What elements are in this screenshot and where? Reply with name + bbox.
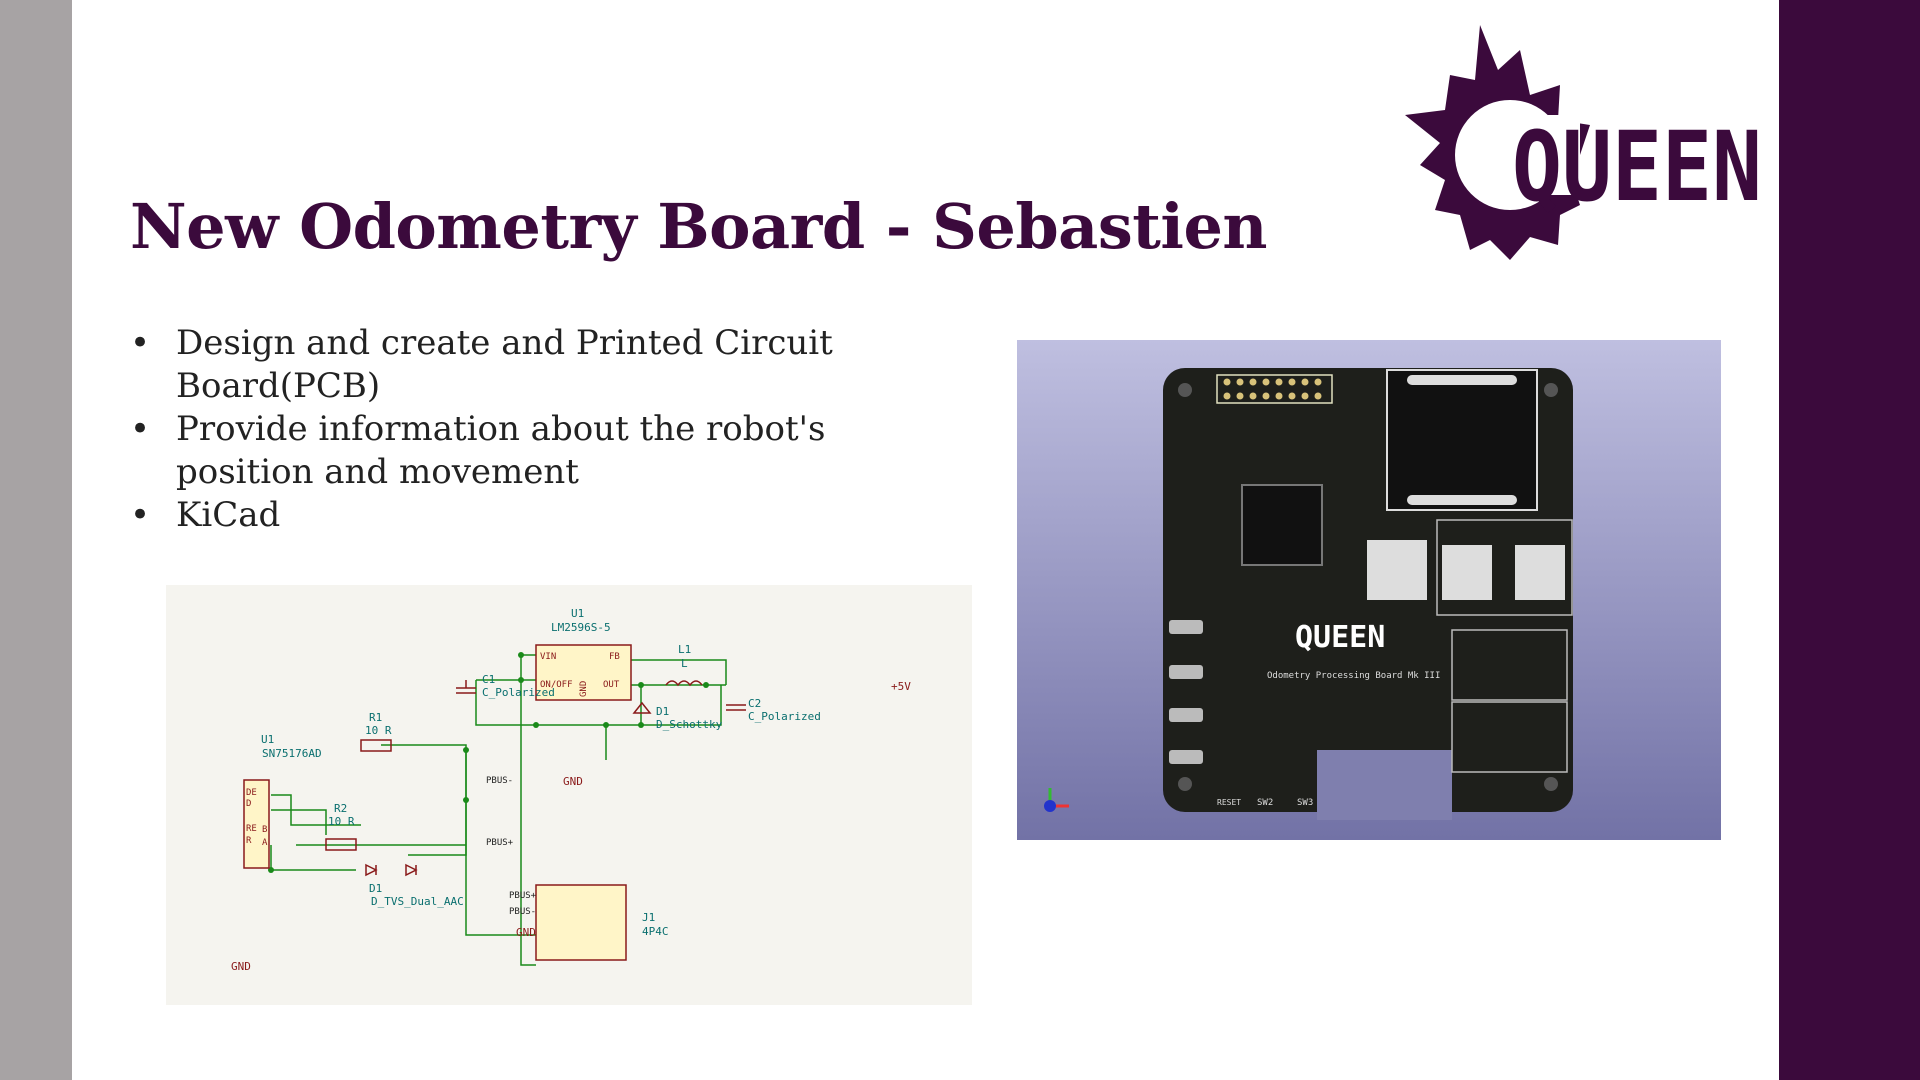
net-pbus-plus-j1: PBUS+ — [509, 891, 537, 901]
mount-hole — [1544, 777, 1558, 791]
pcb-label-reset: SW2 — [1257, 798, 1273, 808]
silkscreen-outline — [1436, 519, 1573, 616]
inductor-pad — [1407, 495, 1517, 505]
u2-pin-d: D — [246, 799, 251, 809]
capacitor-c2 — [726, 704, 746, 711]
screw-terminals — [1169, 620, 1203, 764]
u2-pin-r: R — [246, 836, 252, 846]
junctions — [268, 652, 709, 873]
pad — [1442, 545, 1492, 600]
net-gnd-j1: GND — [516, 926, 536, 939]
c2-value: C_Polarized — [748, 710, 821, 723]
bullet-text: Design and create and Printed Circuit Bo… — [176, 323, 833, 406]
regulator-pad — [1367, 540, 1427, 600]
ic-lm2596 — [535, 644, 632, 701]
u2-value: SN75176AD — [262, 747, 322, 760]
bullet-text: Provide information about the robot's po… — [176, 409, 826, 492]
bullet-dot: • — [130, 409, 151, 449]
bullet-item: • KiCad — [130, 494, 960, 537]
u2-pin-de: DE — [246, 788, 257, 798]
r1-value: 10 R — [365, 724, 392, 737]
j1-ref: J1 — [642, 911, 655, 924]
rj-connector-j1 — [1451, 701, 1568, 773]
tvs-value: D_TVS_Dual_AAC — [371, 895, 464, 908]
net-pbus-minus-j1: PBUS- — [509, 907, 536, 917]
r2-value: 10 R — [328, 815, 355, 828]
u2-pin-a: A — [262, 838, 268, 848]
pcb-label-boot0: SW3 — [1297, 798, 1313, 808]
bullet-item: • Provide information about the robot's p… — [130, 408, 960, 494]
header-pins — [1223, 378, 1322, 400]
axis-gizmo — [1044, 788, 1069, 812]
j1-value: 4P4C — [642, 925, 669, 938]
logo-text: QUEEN — [1512, 111, 1762, 223]
mount-hole — [1544, 383, 1558, 397]
u1-value: LM2596S-5 — [551, 621, 611, 634]
net-vplus: +5V — [891, 680, 911, 693]
pcb-caption: Odometry Processing Board Mk III — [1267, 671, 1440, 681]
u1-pin-vin: VIN — [540, 652, 556, 662]
r2-ref: R2 — [334, 802, 347, 815]
rj-connector-j2 — [1451, 629, 1568, 701]
schottky-diode — [632, 701, 652, 714]
bullet-dot: • — [130, 323, 151, 363]
u1-pin-onoff: ON/OFF — [540, 680, 573, 690]
gear-logo-icon — [1405, 25, 1590, 260]
d1-ref: D1 — [656, 705, 669, 718]
mcu-chip — [1241, 484, 1323, 566]
ic-sn75176 — [243, 779, 270, 869]
c1-value: C_Polarized — [482, 686, 555, 699]
header-j3 — [1216, 374, 1333, 404]
inductor-pad — [1407, 375, 1517, 385]
left-accent-strip — [0, 0, 72, 1080]
l1-ref: L1 — [678, 643, 691, 656]
wires — [270, 654, 727, 966]
board-cutout — [1317, 750, 1452, 820]
tvs-diode — [365, 863, 418, 877]
queen-logo: QUEEN — [1405, 25, 1762, 260]
c2-ref: C2 — [748, 697, 761, 710]
tvs-ref: D1 — [369, 882, 382, 895]
c1-ref: C1 — [482, 673, 495, 686]
u1-ref: U1 — [571, 607, 584, 620]
slide-title: New Odometry Board - Sebastien — [130, 190, 1267, 263]
pcb-render: QUEEN Odometry Processing Board Mk III S… — [1017, 340, 1721, 840]
connector-j1 — [535, 884, 627, 961]
bullet-dot: • — [130, 495, 151, 535]
net-gnd-left: GND — [231, 960, 251, 973]
u1-pin-gnd: GND — [579, 681, 589, 697]
pcb-brand-text: QUEEN — [1295, 620, 1385, 655]
resistor-r2 — [325, 838, 357, 851]
net-gnd-main: GND — [563, 775, 583, 788]
pad — [1515, 545, 1565, 600]
bullet-list: • Design and create and Printed Circuit B… — [130, 322, 960, 537]
inductor-l1 — [665, 680, 703, 687]
capacitor-c1 — [456, 680, 476, 694]
u1-pin-out: OUT — [603, 680, 620, 690]
schematic-diagram: U1 LM2596S-5 VIN ON/OFF FB OUT GND U1 SN… — [166, 585, 972, 1005]
d1-value: D_Schottky — [656, 718, 723, 731]
net-pbus-plus: PBUS+ — [486, 838, 514, 848]
net-pbus-minus: PBUS- — [486, 776, 513, 786]
u2-pin-b: B — [262, 825, 267, 835]
inductor-footprint — [1386, 369, 1538, 511]
pcb-label-power: RESET — [1217, 798, 1241, 807]
u2-ref: U1 — [261, 733, 274, 746]
u2-pin-re: RE — [246, 824, 257, 834]
mount-hole — [1178, 777, 1192, 791]
resistor-r1 — [360, 739, 392, 752]
r1-ref: R1 — [369, 711, 382, 724]
mount-hole — [1178, 383, 1192, 397]
bullet-text: KiCad — [176, 495, 281, 535]
u1-pin-fb: FB — [609, 652, 620, 662]
right-accent-strip — [1779, 0, 1920, 1080]
l1-value: L — [681, 657, 688, 670]
bullet-item: • Design and create and Printed Circuit B… — [130, 322, 960, 408]
